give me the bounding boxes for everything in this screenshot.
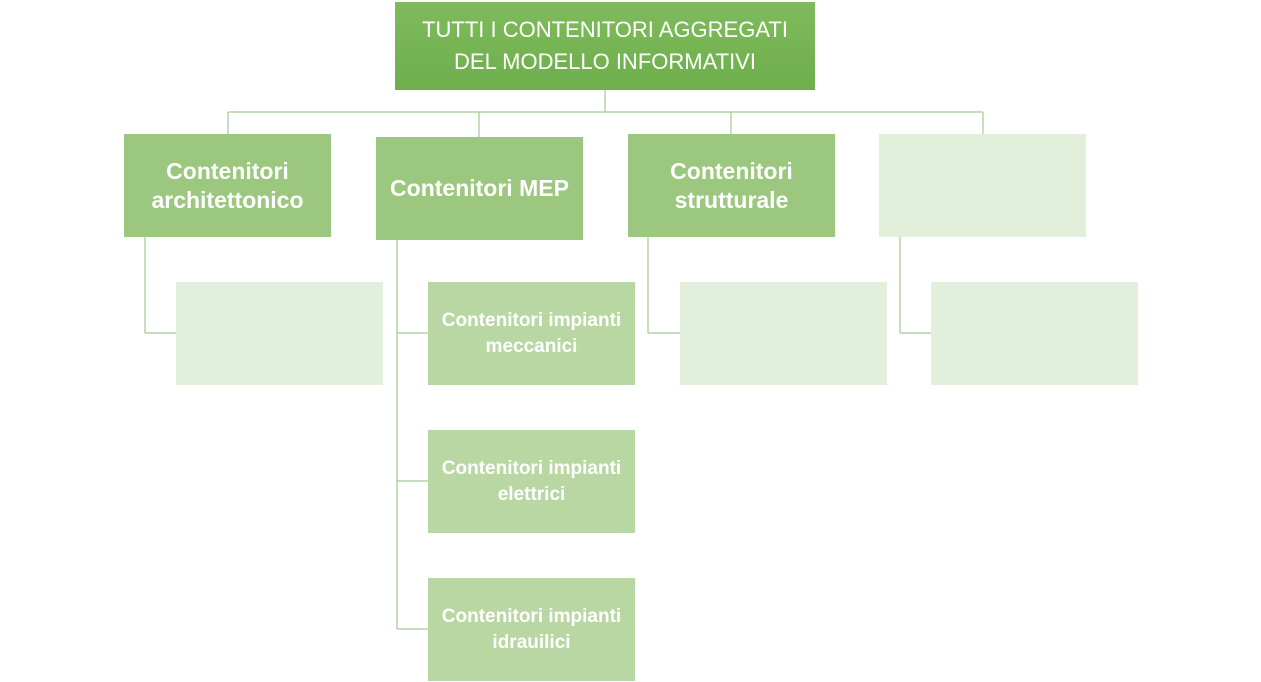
node-strutturale-label: Contenitori strutturale bbox=[670, 157, 793, 213]
node-impianti-idraulici: Contenitori impianti idrauilici bbox=[428, 578, 635, 681]
node-mep-label: Contenitori MEP bbox=[390, 175, 569, 201]
node-mep: Contenitori MEP bbox=[376, 137, 583, 240]
node-empty-branch-child bbox=[931, 282, 1138, 385]
node-impianti-idraulici-label: Contenitori impianti idrauilici bbox=[441, 605, 622, 653]
node-architettonico-label: Contenitori architettonico bbox=[151, 157, 304, 213]
node-impianti-meccanici: Contenitori impianti meccanici bbox=[428, 282, 635, 385]
root-node: TUTTI I CONTENITORI AGGREGATI DEL MODELL… bbox=[395, 2, 815, 90]
node-architettonico: Contenitori architettonico bbox=[124, 134, 331, 237]
node-architettonico-child bbox=[176, 282, 383, 385]
root-label: TUTTI I CONTENITORI AGGREGATI DEL MODELL… bbox=[422, 17, 788, 74]
node-strutturale: Contenitori strutturale bbox=[628, 134, 835, 237]
node-impianti-meccanici-label: Contenitori impianti meccanici bbox=[441, 309, 622, 357]
node-strutturale-child bbox=[680, 282, 887, 385]
node-impianti-elettrici: Contenitori impianti elettrici bbox=[428, 430, 635, 533]
node-impianti-elettrici-label: Contenitori impianti elettrici bbox=[441, 457, 622, 505]
node-empty-level1 bbox=[879, 134, 1086, 237]
